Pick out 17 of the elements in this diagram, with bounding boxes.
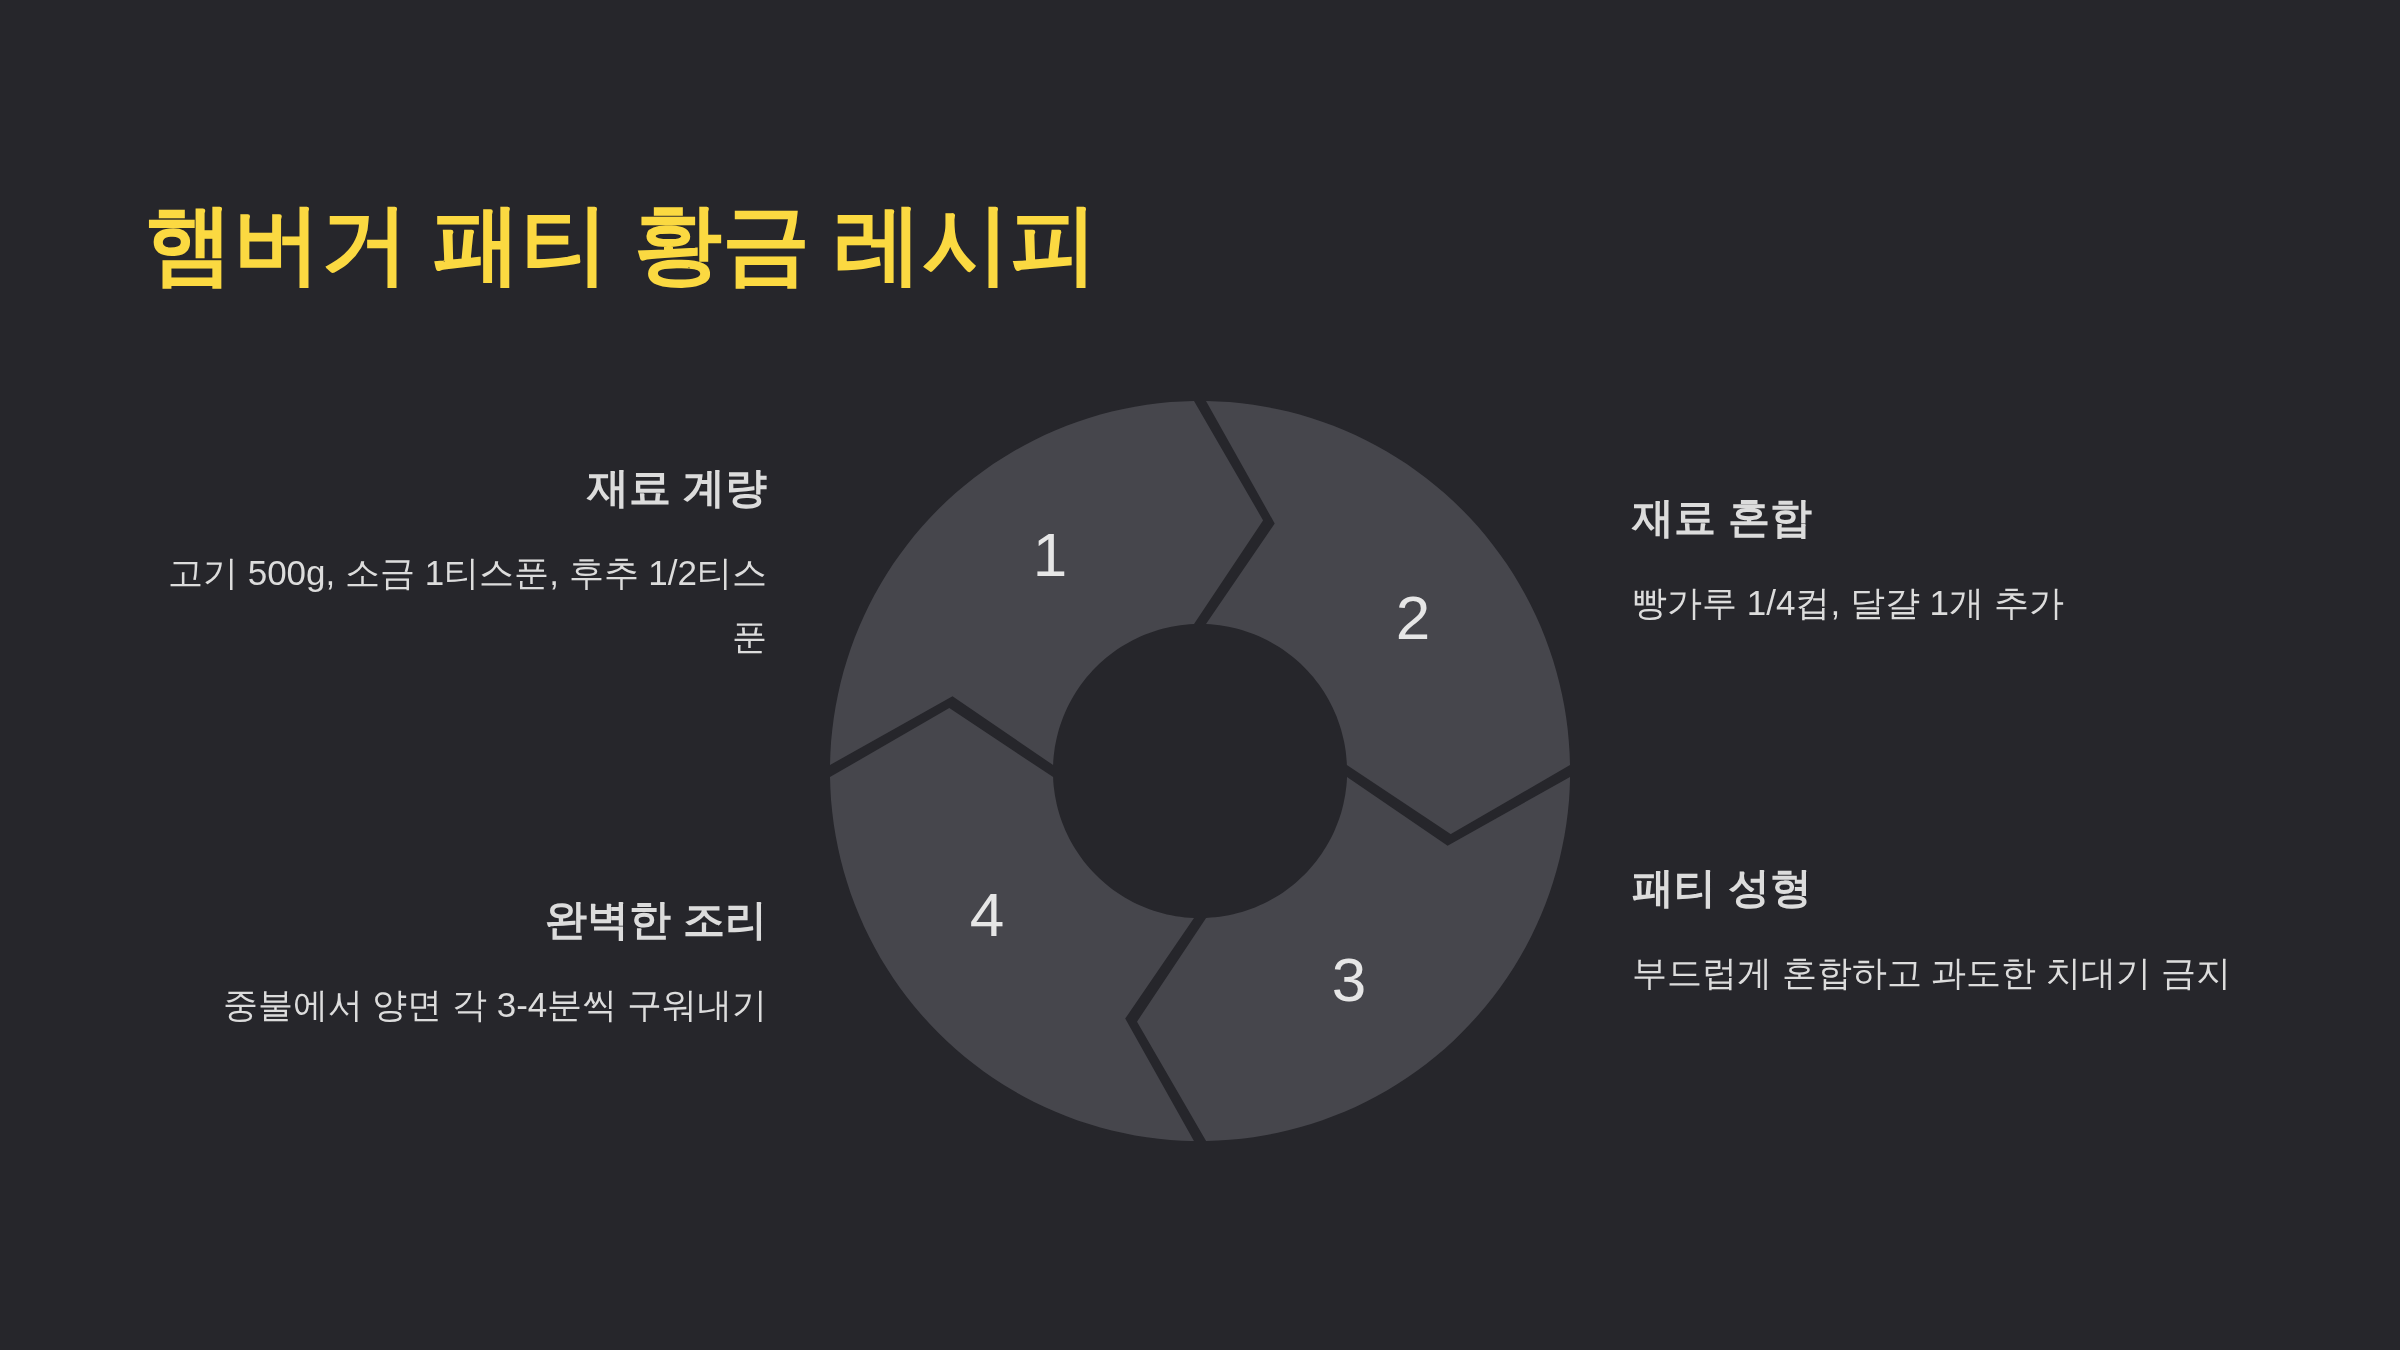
step-heading: 재료 혼합 bbox=[1632, 493, 1812, 543]
cycle-segment bbox=[830, 707, 1194, 1141]
step-description: 빵가루 1/4컵, 달걀 1개 추가 bbox=[1632, 581, 2064, 624]
step-number: 1 bbox=[1032, 524, 1068, 586]
step-heading: 패티 성형 bbox=[1632, 863, 1812, 913]
title: 햄버거 패티 황금 레시피 bbox=[145, 200, 1099, 288]
step-description: 중불에서 양면 각 3-4분씩 구워내기 bbox=[222, 983, 767, 1026]
cycle-segment bbox=[830, 401, 1264, 765]
step-number: 3 bbox=[1331, 949, 1367, 1011]
step-heading: 재료 계량 bbox=[587, 463, 767, 513]
cycle-segment bbox=[1206, 401, 1570, 835]
step-description: 고기 500g, 소금 1티스푼, 후추 1/2티스푼 bbox=[166, 551, 767, 658]
cycle-segment bbox=[1136, 777, 1570, 1141]
step-number: 4 bbox=[969, 884, 1005, 946]
step-description: 부드럽게 혼합하고 과도한 치대기 금지 bbox=[1632, 951, 2231, 994]
step-heading: 완벽한 조리 bbox=[545, 895, 767, 945]
step-number: 2 bbox=[1395, 587, 1431, 649]
